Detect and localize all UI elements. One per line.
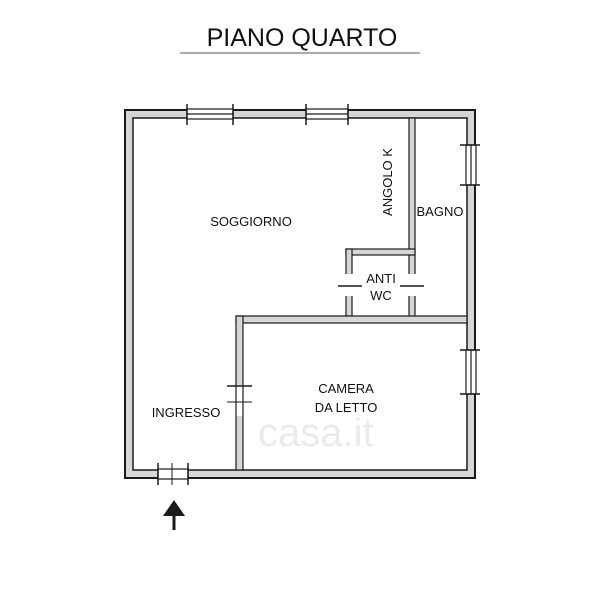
label-angolo-k: ANGOLO K xyxy=(380,148,395,216)
label-camera-1: CAMERA xyxy=(318,381,374,396)
label-antiwc-1: ANTI xyxy=(366,271,396,286)
outer-walls xyxy=(124,109,476,479)
window-camera xyxy=(460,349,480,395)
plan-title: PIANO QUARTO xyxy=(207,24,398,52)
label-ingresso: INGRESSO xyxy=(152,405,221,420)
window-top-left xyxy=(186,104,234,125)
label-bagno: BAGNO xyxy=(417,204,464,219)
label-camera-2: DA LETTO xyxy=(315,400,378,415)
label-soggiorno: SOGGIORNO xyxy=(210,214,292,229)
entrance-arrow-icon xyxy=(163,500,185,530)
entrance-door xyxy=(157,463,189,485)
door-antiwc xyxy=(338,274,362,296)
door-bagno xyxy=(400,274,424,296)
window-bagno xyxy=(460,144,480,186)
label-antiwc-2: WC xyxy=(370,288,392,303)
window-top-right xyxy=(305,104,349,125)
door-camera xyxy=(227,385,252,416)
watermark: casa.it xyxy=(258,411,374,455)
